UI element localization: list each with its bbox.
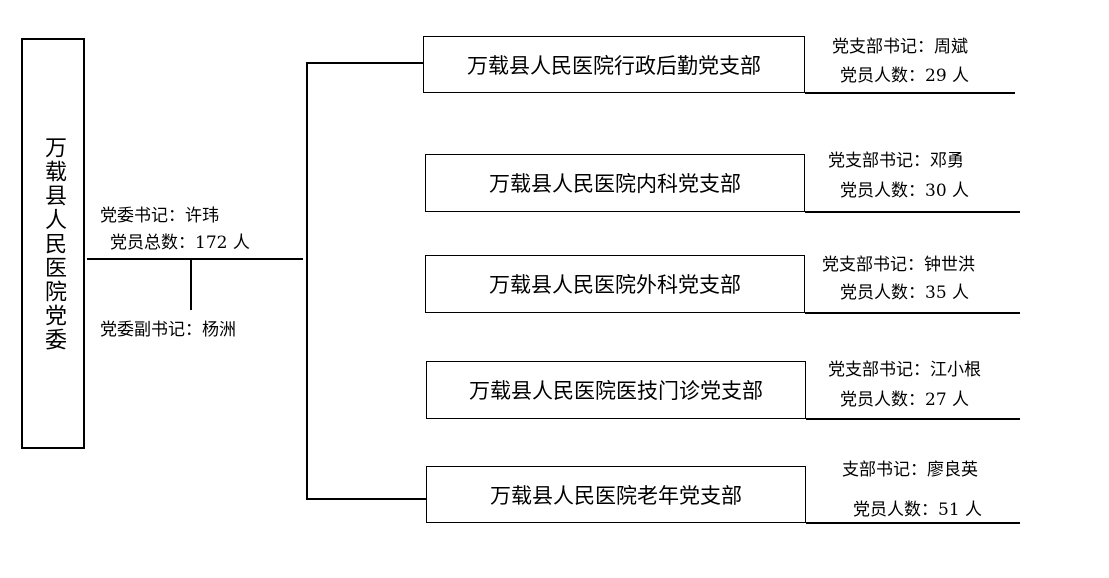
branch-members-3: 党员人数：35 人	[840, 283, 970, 303]
branch-secretary-1: 党支部书记：周斌	[832, 37, 968, 57]
root-committee-box: 万载县人民医院党委	[21, 38, 85, 449]
trunk-vertical-connector	[306, 62, 308, 499]
branch-name-1: 万载县人民医院行政后勤党支部	[467, 53, 761, 78]
root-horizontal-connector	[87, 258, 303, 260]
branch-underline-4	[806, 418, 1020, 420]
branch-box-5: 万载县人民医院老年党支部	[426, 466, 806, 523]
branch-members-2: 党员人数：30 人	[840, 181, 970, 201]
branch-box-2: 万载县人民医院内科党支部	[425, 154, 805, 212]
branch-underline-5	[806, 522, 1020, 524]
root-total-members: 党员总数：172 人	[110, 233, 250, 253]
branch-underline-3	[805, 312, 1020, 314]
branch-box-3: 万载县人民医院外科党支部	[425, 255, 805, 313]
branch-box-4: 万载县人民医院医技门诊党支部	[426, 361, 806, 419]
branch-name-5: 万载县人民医院老年党支部	[490, 483, 742, 508]
root-secretary: 党委书记：许玮	[100, 206, 219, 226]
root-deputy-secretary: 党委副书记：杨洲	[100, 320, 236, 340]
branch-connector-1	[306, 62, 424, 64]
branch-members-5: 党员人数：51 人	[853, 500, 983, 520]
branch-name-2: 万载县人民医院内科党支部	[489, 172, 741, 196]
branch-secretary-2: 党支部书记：邓勇	[828, 151, 964, 171]
branch-name-3: 万载县人民医院外科党支部	[489, 273, 741, 297]
branch-connector-5	[306, 498, 426, 500]
branch-members-4: 党员人数：27 人	[840, 390, 970, 410]
branch-box-1: 万载县人民医院行政后勤党支部	[423, 36, 805, 93]
root-committee-title: 万载县人民医院党委	[41, 135, 66, 352]
branch-secretary-5: 支部书记：廖良英	[842, 460, 978, 480]
branch-members-1: 党员人数：29 人	[840, 66, 970, 86]
branch-secretary-4: 党支部书记：江小根	[828, 360, 981, 380]
branch-underline-2	[805, 211, 1020, 213]
branch-secretary-3: 党支部书记：钟世洪	[822, 255, 975, 275]
branch-underline-1	[805, 92, 1015, 94]
branch-name-4: 万载县人民医院医技门诊党支部	[469, 379, 763, 403]
deputy-vertical-connector	[190, 258, 192, 310]
